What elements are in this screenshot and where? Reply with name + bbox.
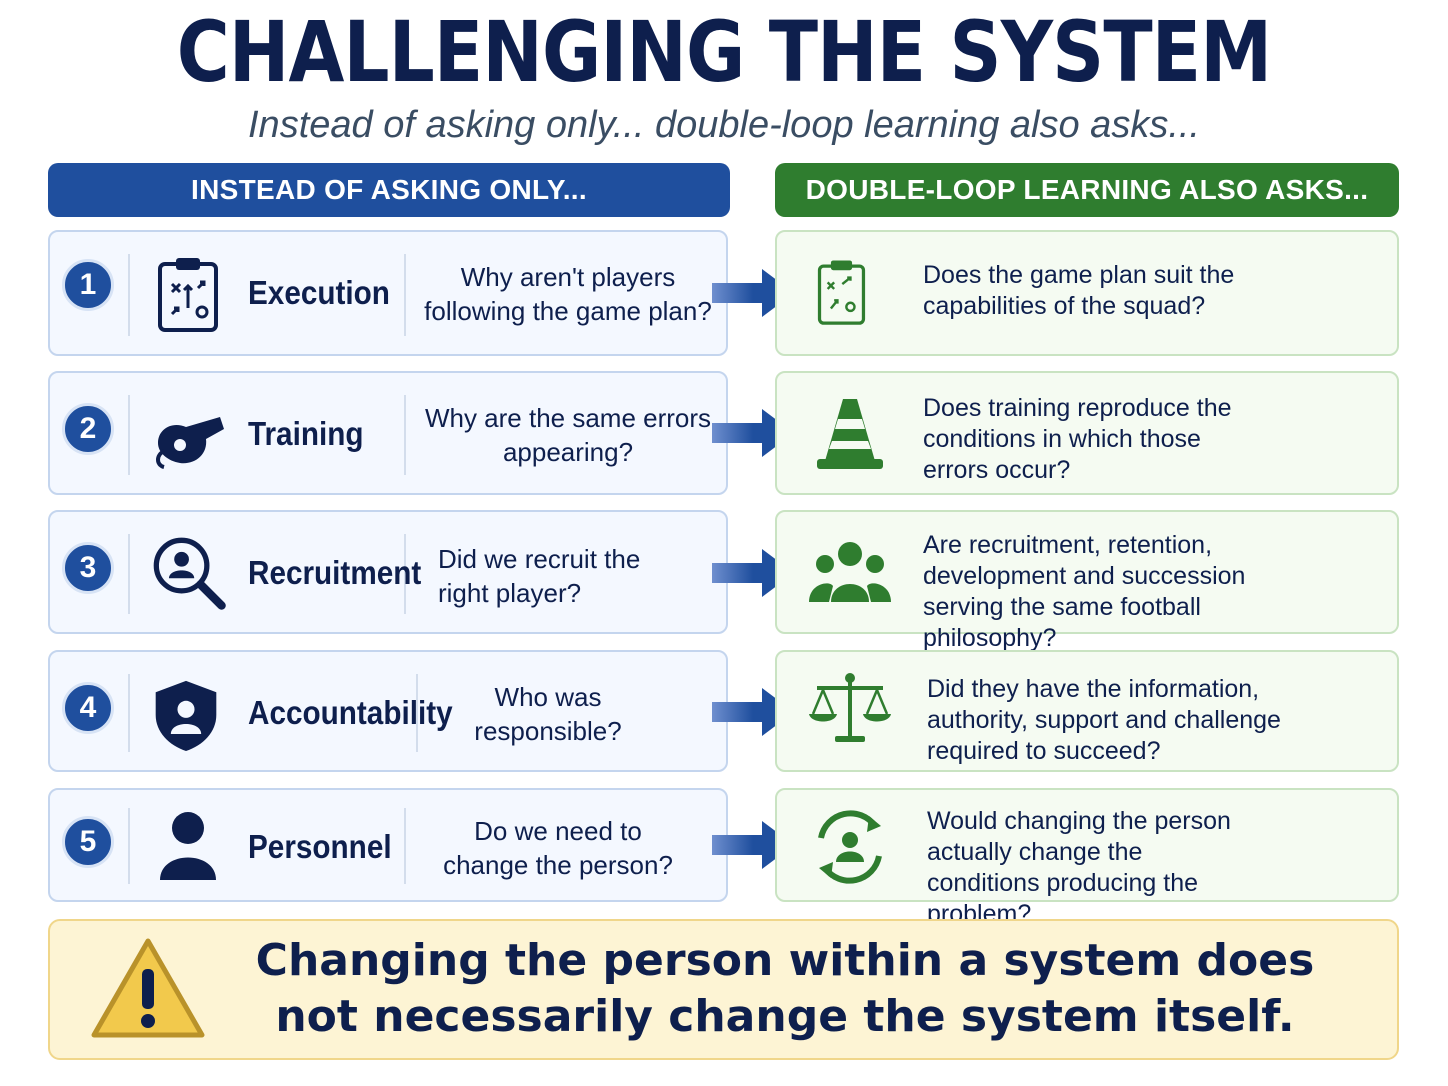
row-label: Personnel: [248, 828, 392, 865]
key-message-callout: Changing the person within a system does…: [48, 919, 1399, 1060]
row-question: Did we recruit the right player?: [438, 544, 641, 608]
row-number-badge: 5: [62, 816, 114, 868]
row-answer: Would changing the person actually chang…: [927, 807, 1231, 928]
header-instead-of-asking: INSTEAD OF ASKING ONLY...: [48, 163, 730, 217]
row-question: Why aren't players following the game pl…: [424, 262, 712, 326]
row-3-right: Are recruitment, retention, development …: [775, 510, 1399, 652]
shield-person-icon: [155, 680, 217, 751]
row-question: Do we need to change the person?: [443, 816, 673, 880]
row-4-left: 4 Accountability Who was responsible?: [48, 650, 728, 772]
arrow-right-icon: [712, 821, 794, 869]
row-label: Execution: [248, 274, 390, 311]
whistle-icon: [156, 417, 224, 469]
arrow-right-icon: [712, 409, 794, 457]
row-5-left: 5 Personnel Do we need to change the per…: [48, 788, 728, 902]
divider: [128, 808, 130, 884]
search-person-icon: [153, 537, 226, 610]
arrow-right-icon: [712, 549, 794, 597]
row-2-left: 2 Training Why are the same errors appea…: [48, 371, 728, 495]
arrow-right-icon: [712, 269, 794, 317]
divider: [404, 395, 406, 475]
row-number-badge: 2: [62, 403, 114, 455]
row-question: Who was responsible?: [474, 682, 622, 746]
row-1-right: Does the game plan suit the capabilities…: [775, 230, 1399, 356]
row-number-badge: 3: [62, 542, 114, 594]
scales-icon: [809, 673, 891, 742]
key-message-text: Changing the person within a system does…: [255, 935, 1315, 1042]
row-5-right: Would changing the person actually chang…: [775, 788, 1399, 928]
row-4-right: Did they have the information, authority…: [775, 650, 1399, 772]
training-cone-icon: [817, 399, 883, 469]
person-icon: [160, 812, 216, 880]
row-2-right: Does training reproduce the conditions i…: [775, 371, 1399, 495]
row-label: Recruitment: [248, 554, 422, 591]
row-label: Accountability: [248, 694, 453, 731]
row-answer: Does training reproduce the conditions i…: [923, 394, 1232, 484]
divider: [128, 534, 130, 614]
divider: [128, 395, 130, 475]
warning-icon: [91, 938, 205, 1038]
divider: [128, 254, 130, 336]
divider: [416, 674, 418, 752]
row-question: Why are the same errors appearing?: [424, 403, 712, 467]
row-number-badge: 4: [62, 682, 114, 734]
arrow-right-icon: [712, 688, 794, 736]
header-double-loop: DOUBLE-LOOP LEARNING ALSO ASKS...: [775, 163, 1399, 217]
row-label: Training: [248, 415, 364, 452]
row-answer: Does the game plan suit the capabilities…: [923, 261, 1235, 320]
page-title: CHALLENGING THE SYSTEM: [176, 3, 1272, 101]
page-subtitle: Instead of asking only... double-loop le…: [248, 104, 1200, 146]
divider: [128, 674, 130, 752]
row-number-badge: 1: [62, 259, 114, 311]
row-answer: Did they have the information, authority…: [927, 675, 1281, 765]
row-1-left: 1 Execution Why aren't players following…: [48, 230, 728, 356]
row-answer: Are recruitment, retention, development …: [923, 531, 1246, 652]
divider: [404, 254, 406, 336]
divider: [404, 534, 406, 614]
group-icon: [809, 542, 891, 602]
person-cycle-icon: [818, 810, 882, 884]
divider: [404, 808, 406, 884]
clipboard-tactics-icon: [817, 260, 866, 325]
row-3-left: 3 Recruitment Did we recruit the right p…: [48, 510, 728, 634]
clipboard-tactics-icon: [158, 258, 218, 332]
